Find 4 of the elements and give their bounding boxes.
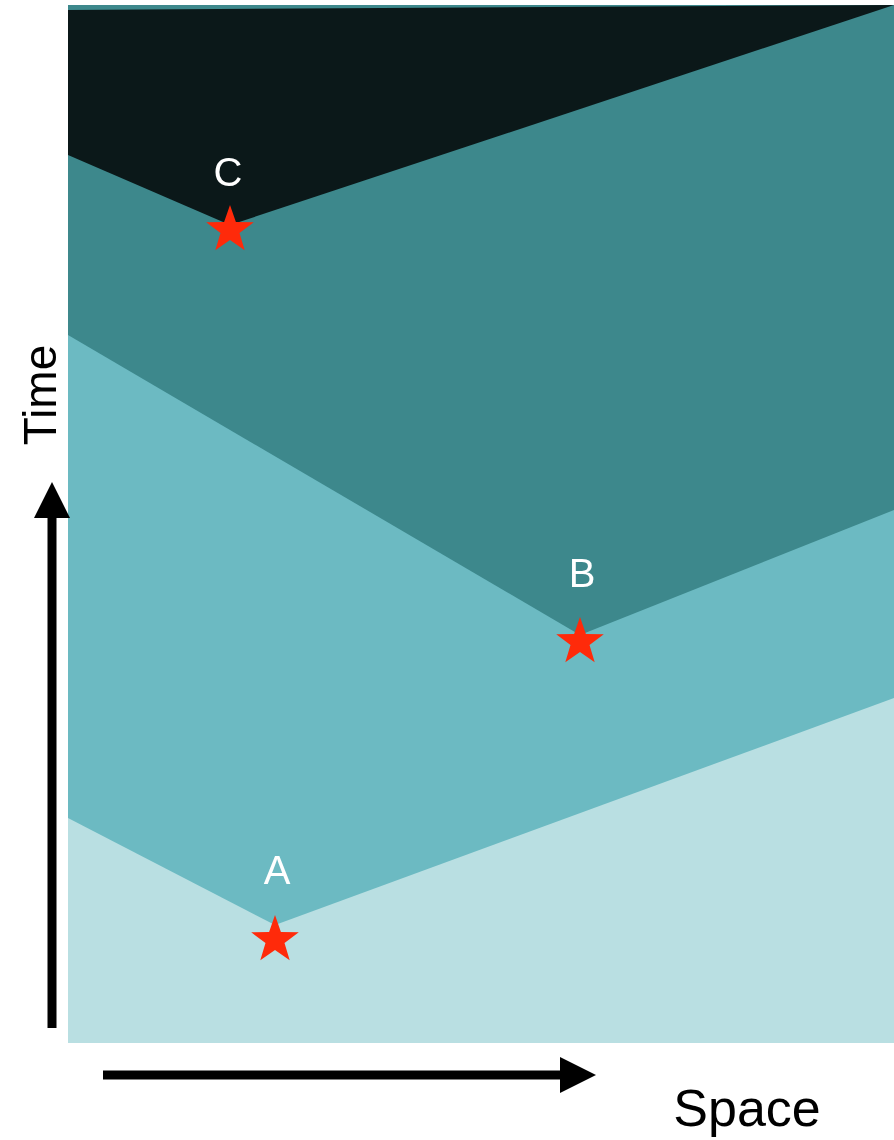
- axis-label: Time: [17, 344, 63, 446]
- point-label: C: [213, 152, 243, 192]
- point-label: A: [263, 850, 291, 890]
- point-label: B: [568, 553, 596, 593]
